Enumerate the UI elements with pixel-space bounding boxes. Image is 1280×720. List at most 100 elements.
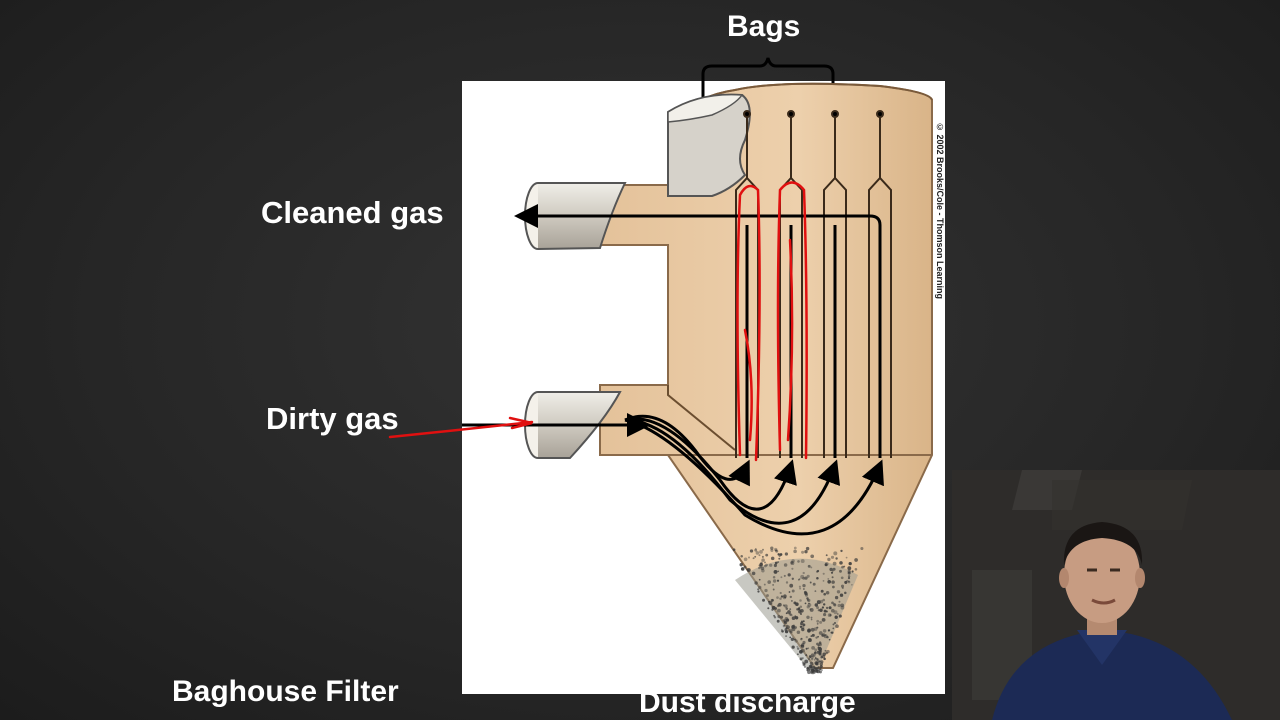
annotation-dirty-arrow	[388, 416, 534, 439]
dust-particle	[799, 587, 802, 590]
dust-particle	[784, 552, 789, 556]
dust-particle	[754, 581, 758, 585]
dust-particle	[785, 618, 790, 622]
dust-particle	[801, 550, 805, 554]
dust-particle	[806, 669, 809, 672]
dust-particle	[740, 567, 745, 571]
dust-particle	[773, 614, 776, 617]
bags-bracket	[701, 57, 835, 105]
dust-particle	[757, 588, 759, 591]
dust-particle	[765, 563, 768, 567]
dust-particle	[803, 665, 807, 668]
dust-particle	[806, 605, 810, 609]
dust-particle	[789, 636, 792, 639]
dust-particle	[800, 613, 802, 615]
dust-discharge-label: Dust discharge	[639, 686, 856, 719]
dust-particle	[798, 609, 802, 614]
bag-hanger-hook	[831, 110, 839, 118]
dust-particle	[825, 651, 828, 655]
dust-particle	[804, 659, 809, 664]
dust-particle	[801, 657, 804, 660]
dust-particle	[776, 579, 780, 582]
dust-particle	[802, 571, 805, 575]
dust-particle	[800, 644, 803, 647]
dust-particle	[839, 569, 842, 573]
dust-particle	[816, 666, 819, 669]
dust-particle	[807, 647, 810, 650]
dust-particle	[819, 599, 824, 604]
dust-particle	[816, 606, 820, 610]
dust-particle	[800, 559, 805, 564]
dust-particle	[836, 613, 839, 615]
dust-particle	[860, 546, 864, 551]
dust-particle	[831, 576, 834, 579]
dust-particle	[816, 619, 820, 623]
dust-particle	[818, 631, 823, 635]
dust-particle	[816, 642, 819, 646]
dust-particle	[802, 640, 806, 645]
dust-particle	[847, 580, 850, 583]
dust-particle	[763, 583, 766, 586]
dust-particle	[799, 625, 803, 628]
dust-particle	[781, 629, 784, 633]
dust-particle	[789, 583, 794, 588]
dust-particle	[820, 660, 824, 664]
dust-particle	[807, 603, 812, 607]
dust-particle	[785, 607, 789, 610]
dust-particle	[810, 616, 813, 619]
dust-particle	[794, 616, 799, 620]
dust-particle	[771, 599, 774, 602]
dust-particle	[821, 606, 825, 609]
dust-particle	[847, 575, 851, 578]
dust-particle	[799, 599, 802, 602]
dust-particle	[791, 625, 795, 629]
dust-particle	[760, 566, 765, 571]
dust-particle	[779, 553, 783, 556]
dust-particle	[841, 565, 844, 569]
inlet-deflector	[667, 385, 736, 451]
dust-particle	[772, 584, 774, 586]
dirty-flow-4	[624, 418, 884, 536]
dust-particle	[771, 605, 776, 610]
dust-particle	[827, 629, 830, 632]
dust-particle	[806, 615, 810, 620]
dust-particle	[814, 648, 818, 652]
dust-particle	[816, 650, 820, 654]
dust-particle	[822, 603, 826, 606]
dust-particle	[800, 625, 805, 630]
dust-particle	[764, 588, 768, 593]
dust-particle	[851, 570, 854, 573]
dust-particle	[800, 623, 802, 626]
dust-particle	[784, 630, 789, 634]
dust-particle	[824, 563, 828, 567]
dust-particle	[844, 580, 848, 584]
dust-particle	[832, 561, 837, 566]
dust-particle	[816, 626, 819, 629]
dirty-gas-label: Dirty gas	[266, 401, 399, 436]
dust-particle	[817, 647, 821, 651]
dust-particle	[813, 651, 817, 655]
annotation-loop-1	[736, 184, 761, 462]
dust-particle	[788, 591, 791, 593]
dust-particle	[805, 647, 808, 650]
dust-particle	[797, 578, 800, 581]
presenter-head	[1064, 527, 1140, 623]
dust-particle	[847, 566, 852, 571]
dust-particle	[776, 619, 780, 623]
dust-particle	[791, 577, 794, 580]
dust-particle	[821, 618, 826, 622]
dust-particle	[751, 571, 756, 576]
presenter-body	[992, 630, 1232, 720]
dust-particle	[799, 658, 803, 661]
dust-particle	[811, 668, 813, 671]
dust-particle	[820, 668, 823, 672]
dust-particle	[836, 590, 841, 594]
dust-particle	[819, 664, 823, 669]
dust-particle	[839, 593, 844, 597]
dust-particle	[816, 622, 819, 625]
dust-particle	[791, 567, 794, 570]
dust-particle	[747, 556, 751, 559]
dust-particle	[782, 619, 786, 622]
dust-particle	[773, 569, 778, 574]
dust-particle	[820, 589, 824, 593]
